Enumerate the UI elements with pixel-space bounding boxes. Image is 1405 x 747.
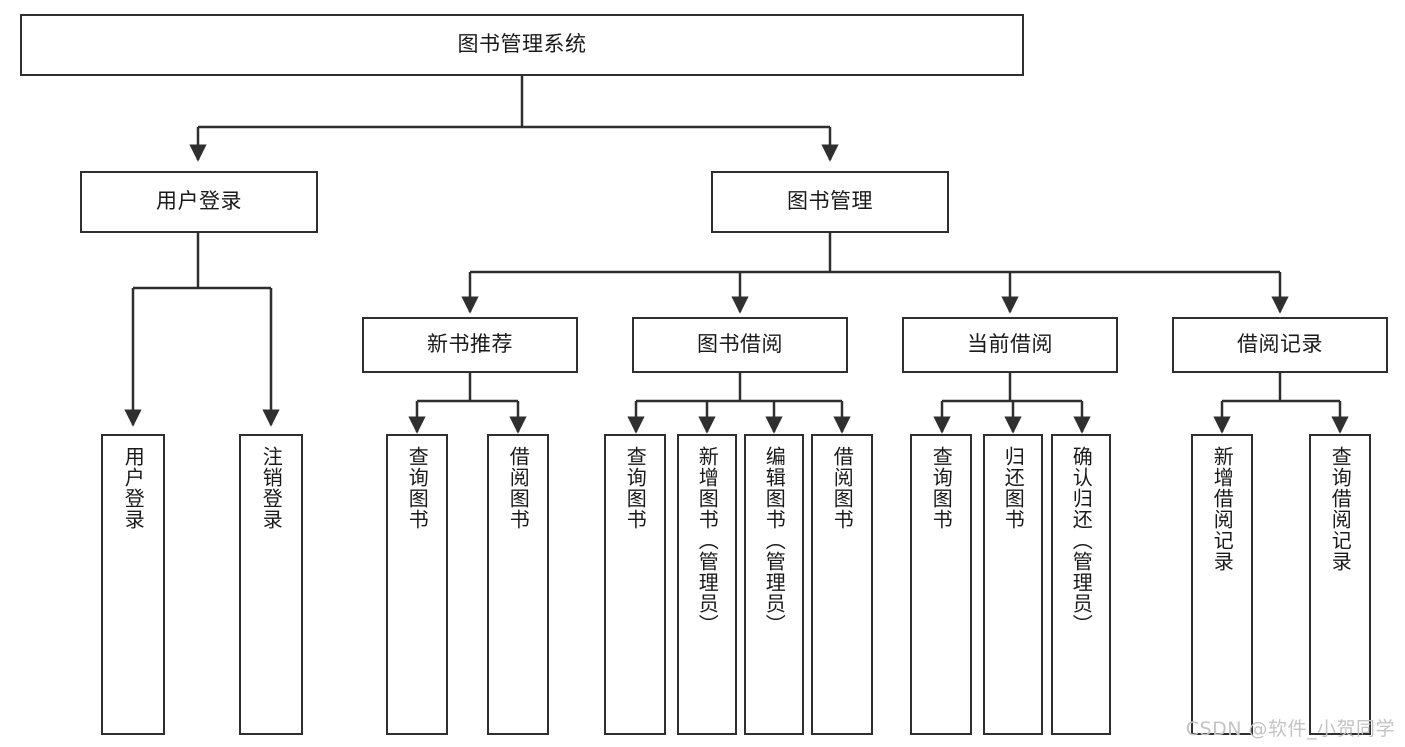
node-label: 图书借阅 [697, 332, 783, 357]
node-leaf-query-book-1[interactable]: 查询图书 [386, 434, 448, 735]
node-label: 用户登录 [156, 189, 242, 214]
node-leaf-borrow-book-1[interactable]: 借阅图书 [487, 434, 549, 735]
node-label: 图书管理 [787, 189, 873, 214]
node-leaf-user-login[interactable]: 用户登录 [101, 434, 165, 735]
node-book-borrow[interactable]: 图书借阅 [632, 317, 848, 373]
node-label: 用户登录 [121, 446, 146, 530]
node-label: 新增借阅记录 [1210, 446, 1235, 572]
node-label: 查询图书 [405, 446, 430, 530]
node-label: 归还图书 [1001, 446, 1026, 530]
node-leaf-logout[interactable]: 注销登录 [239, 434, 303, 735]
node-leaf-edit-book-admin[interactable]: 编辑图书（管理员） [744, 434, 804, 735]
node-book-management[interactable]: 图书管理 [711, 171, 949, 233]
node-user-login[interactable]: 用户登录 [80, 171, 318, 233]
node-leaf-query-book-3[interactable]: 查询图书 [910, 434, 972, 735]
node-leaf-return-book[interactable]: 归还图书 [983, 434, 1043, 735]
node-label: 新书推荐 [427, 332, 513, 357]
node-label: 新增图书（管理员） [695, 446, 720, 635]
node-current-borrow[interactable]: 当前借阅 [902, 317, 1118, 373]
node-label: 当前借阅 [967, 332, 1053, 357]
node-new-book-recommend[interactable]: 新书推荐 [362, 317, 578, 373]
node-leaf-add-borrow-record[interactable]: 新增借阅记录 [1191, 434, 1253, 735]
node-label: 注销登录 [259, 446, 284, 530]
node-root[interactable]: 图书管理系统 [20, 14, 1024, 76]
node-leaf-query-borrow-record[interactable]: 查询借阅记录 [1309, 434, 1371, 735]
node-label: 图书管理系统 [457, 32, 587, 57]
node-borrow-record[interactable]: 借阅记录 [1172, 317, 1388, 373]
node-label: 编辑图书（管理员） [762, 446, 787, 635]
node-label: 借阅记录 [1237, 332, 1323, 357]
node-label: 借阅图书 [506, 446, 531, 530]
watermark: CSDN @软件_小贺同学 [1185, 718, 1395, 740]
node-label: 查询图书 [623, 446, 648, 530]
node-leaf-confirm-return-admin[interactable]: 确认归还（管理员） [1051, 434, 1111, 735]
node-label: 借阅图书 [830, 446, 855, 530]
node-label: 查询借阅记录 [1328, 446, 1353, 572]
node-leaf-borrow-book-2[interactable]: 借阅图书 [811, 434, 873, 735]
node-leaf-add-book-admin[interactable]: 新增图书（管理员） [677, 434, 737, 735]
node-leaf-query-book-2[interactable]: 查询图书 [604, 434, 666, 735]
node-label: 确认归还（管理员） [1069, 446, 1094, 635]
node-label: 查询图书 [929, 446, 954, 530]
